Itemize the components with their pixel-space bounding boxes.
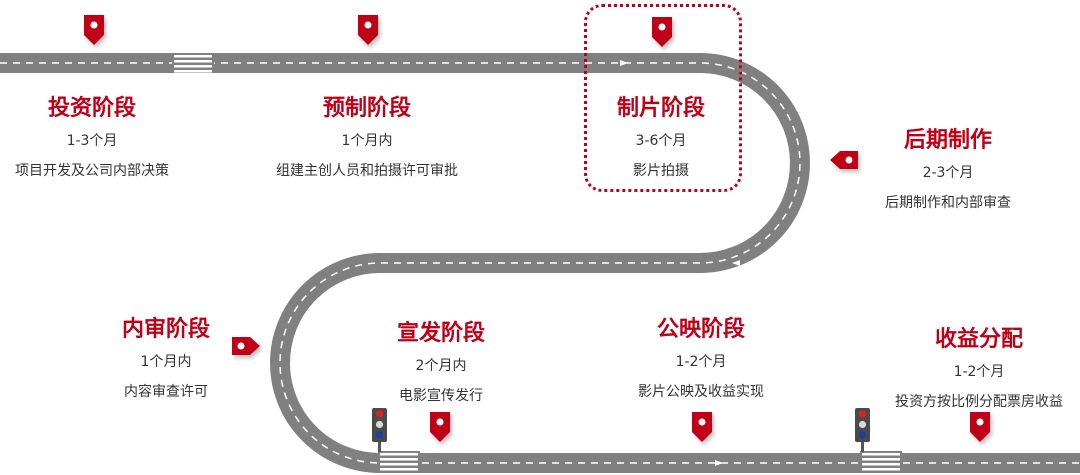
stage-marketing: 宣发阶段 2个月内 电影宣传发行 [397, 320, 485, 406]
stage-description: 组建主创人员和拍摄许可审批 [276, 163, 458, 179]
stage-title: 后期制作 [903, 128, 992, 153]
stage-title: 内审阶段 [121, 317, 211, 342]
crosswalk-icon [860, 451, 902, 473]
crosswalk-icon [172, 53, 214, 73]
map-pin-icon [970, 412, 990, 442]
stage-title: 收益分配 [934, 327, 1023, 352]
stage-description: 后期制作和内部审查 [885, 195, 1011, 211]
stage-investment: 投资阶段 1-3个月 项目开发及公司内部决策 [15, 95, 169, 181]
map-pin-icon [358, 15, 378, 45]
map-pin-icon [830, 151, 858, 169]
road-centerline [0, 62, 1080, 464]
crosswalk-icon [378, 451, 420, 473]
stage-duration: 1-3个月 [66, 133, 118, 149]
stage-production: 制片阶段 3-6个月 影片拍摄 [617, 95, 705, 181]
stage-description: 影片公映及收益实现 [638, 384, 764, 400]
map-pin-icon [84, 15, 104, 45]
direction-arrows [620, 60, 740, 466]
stage-postproduction: 后期制作 2-3个月 后期制作和内部审查 [885, 127, 1011, 213]
traffic-light-icon [372, 408, 387, 452]
map-pin-icon [692, 412, 712, 442]
map-pin-icon [232, 337, 260, 355]
stage-description: 投资方按比例分配票房收益 [895, 394, 1063, 410]
stage-duration: 3-6个月 [635, 133, 687, 149]
stage-duration: 2-3个月 [922, 165, 974, 181]
stage-internal-review: 内审阶段 1个月内 内容审查许可 [122, 316, 210, 402]
stage-description: 电影宣传发行 [398, 388, 483, 404]
map-pin-icon [430, 412, 450, 442]
stage-preproduction: 预制阶段 1个月内 组建主创人员和拍摄许可审批 [276, 95, 458, 181]
stage-title: 制片阶段 [616, 96, 706, 121]
stage-description: 项目开发及公司内部决策 [15, 163, 169, 179]
stage-duration: 1-2个月 [675, 354, 727, 370]
stage-description: 影片拍摄 [632, 163, 689, 179]
current-stage-highlight [584, 4, 742, 192]
stage-description: 内容审查许可 [123, 384, 208, 400]
stage-duration: 1个月内 [341, 133, 393, 149]
stage-duration: 1-2个月 [953, 364, 1005, 380]
stage-title: 宣发阶段 [396, 321, 486, 346]
stage-release: 公映阶段 1-2个月 影片公映及收益实现 [638, 316, 764, 402]
stage-duration: 1个月内 [140, 354, 192, 370]
stage-title: 预制阶段 [322, 96, 411, 121]
stage-title: 公映阶段 [656, 317, 745, 342]
stage-revenue-distribution: 收益分配 1-2个月 投资方按比例分配票房收益 [895, 326, 1063, 412]
map-pin-icon [652, 17, 672, 47]
traffic-light-icon [855, 408, 870, 452]
stage-title: 投资阶段 [47, 96, 136, 121]
stage-duration: 2个月内 [415, 358, 467, 374]
